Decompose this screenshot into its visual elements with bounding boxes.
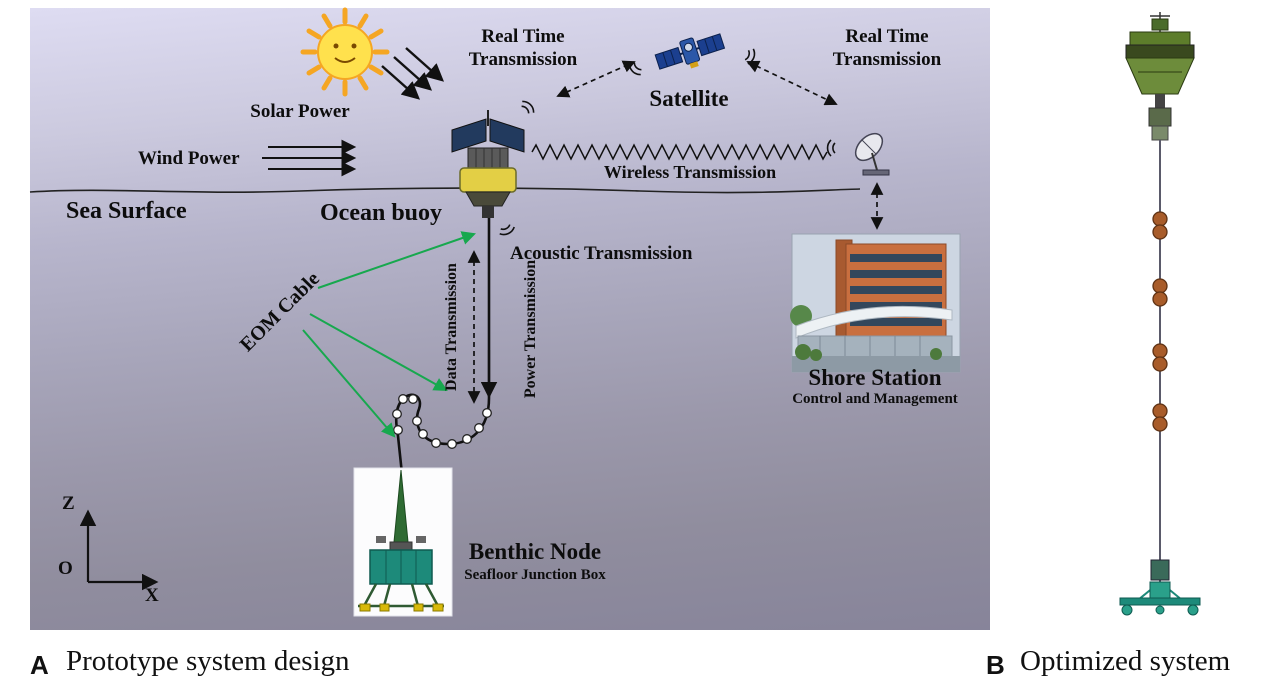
optimized-mooring-icon: [1119, 12, 1201, 616]
acoustic-transmission-label: Acoustic Transmission: [510, 243, 693, 264]
satellite-label: Satellite: [649, 86, 729, 111]
shore-station-label: Shore Station: [808, 365, 942, 390]
shore-station-subtitle: Control and Management: [792, 391, 958, 407]
wind-power-label: Wind Power: [138, 148, 240, 169]
panel-a-background: [30, 8, 990, 630]
benthic-node-subtitle: Seafloor Junction Box: [464, 567, 606, 583]
real-time-transmission-right-label: Real Time Transmission: [832, 26, 942, 71]
panel-b-caption-letter: B: [986, 650, 1005, 680]
panel-b-caption-text: Optimized system: [1020, 645, 1231, 677]
benthic-node-label: Benthic Node: [468, 539, 602, 564]
axis-z-label: Z: [62, 493, 75, 514]
panel-a-caption-text: Prototype system design: [66, 645, 350, 677]
wireless-transmission-label: Wireless Transmission: [603, 162, 777, 182]
real-time-transmission-left-label: Real Time Transmission: [468, 26, 578, 71]
solar-power-label: Solar Power: [250, 101, 350, 122]
panel-a-caption-letter: A: [30, 650, 49, 680]
data-transmission-label: Data Transmission: [443, 263, 461, 391]
axis-origin-label: O: [58, 558, 73, 579]
ocean-buoy-label: Ocean buoy: [320, 200, 443, 226]
power-transmission-label: Power Transmission: [522, 259, 540, 399]
sea-surface-label: Sea Surface: [66, 198, 187, 224]
axis-x-label: X: [145, 585, 159, 606]
